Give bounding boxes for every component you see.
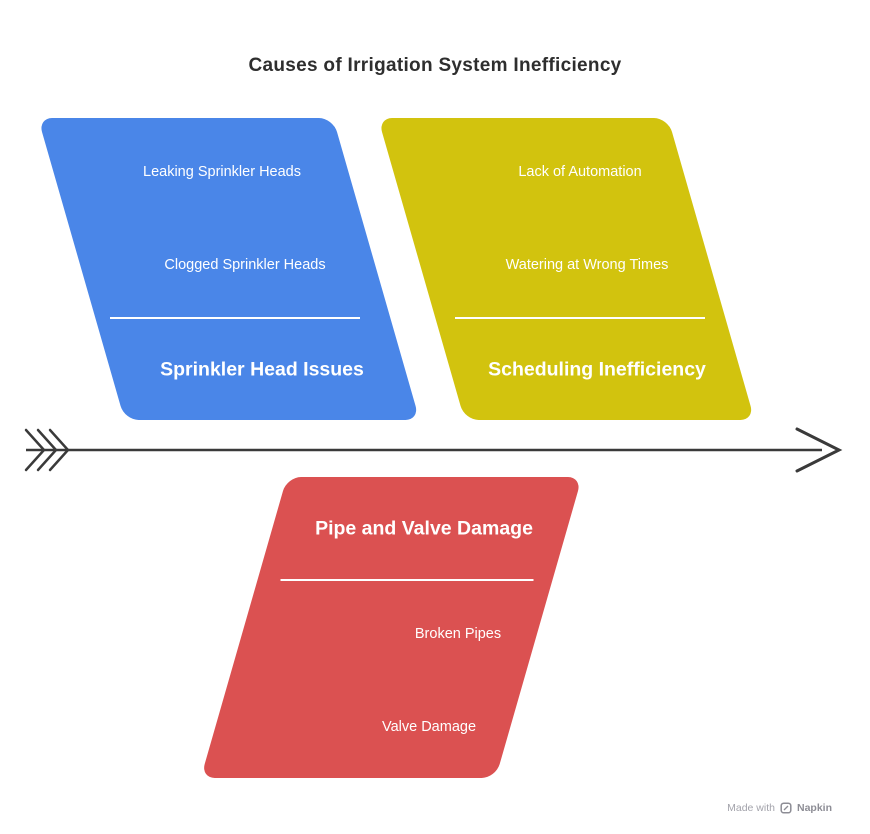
cause-item: Lack of Automation [518, 164, 642, 180]
cause-item: Clogged Sprinkler Heads [164, 257, 326, 273]
branch-label: Pipe and Valve Damage [315, 517, 533, 540]
branch-sprinkler-head-issues: Leaking Sprinkler Heads Clogged Sprinkle… [38, 118, 420, 420]
napkin-logo-icon [780, 802, 792, 814]
cause-item: Valve Damage [381, 719, 477, 735]
cause-item: Broken Pipes [414, 626, 502, 642]
cause-item: Leaking Sprinkler Heads [143, 164, 301, 180]
divider-line [280, 579, 534, 581]
fletching-icon [48, 428, 70, 472]
diagram-title: Causes of Irrigation System Inefficiency [248, 55, 622, 76]
fletching-icon [24, 428, 46, 472]
divider-line [455, 317, 705, 319]
fishbone-spine [24, 427, 843, 473]
watermark-brand: Napkin [796, 802, 832, 814]
watermark-text: Made with [727, 802, 775, 814]
fletching-icon [36, 428, 58, 472]
branch-label: Scheduling Inefficiency [488, 358, 706, 381]
napkin-watermark[interactable]: Made with Napkin [727, 802, 832, 814]
branch-label: Sprinkler Head Issues [160, 358, 364, 381]
cause-item: Watering at Wrong Times [505, 257, 669, 273]
arrowhead-icon [795, 427, 843, 473]
branch-scheduling-inefficiency: Lack of Automation Watering at Wrong Tim… [378, 118, 760, 420]
divider-line [110, 317, 360, 319]
branch-pipe-and-valve-damage: Pipe and Valve Damage Broken Pipes Valve… [200, 477, 582, 778]
